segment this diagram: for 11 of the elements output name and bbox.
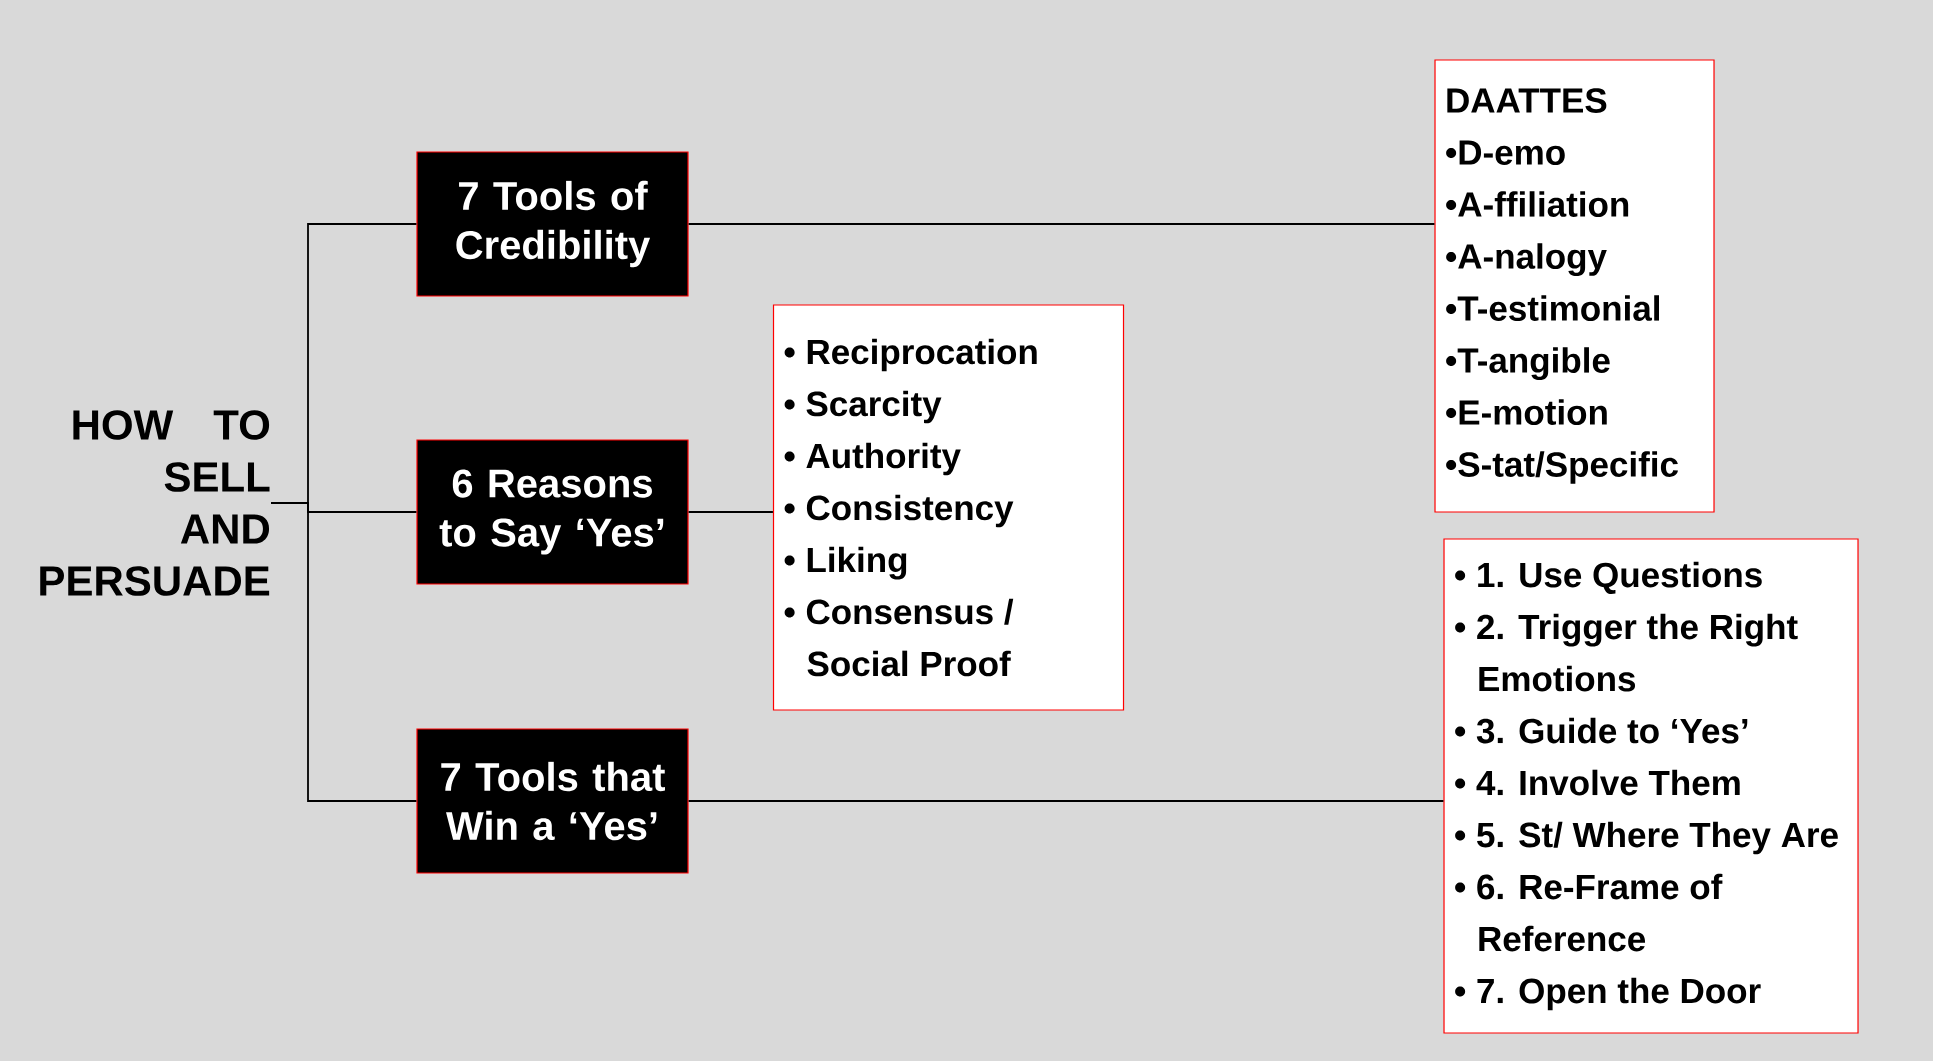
connector-line bbox=[687, 800, 1445, 802]
category-box: 7 Tools that Win a ‘Yes’ bbox=[416, 728, 689, 874]
list-box: DAATTES •D-emo •A-ffiliation •A-nalogy •T-estimonial •T-angible •E-motion •S-tat/Specific bbox=[1434, 59, 1715, 513]
connector-line bbox=[687, 223, 1436, 225]
category-box: 7 Tools of Credibility bbox=[416, 151, 689, 297]
connector-line bbox=[270, 502, 418, 802]
category-box: 6 Reasons to Say ‘Yes’ bbox=[416, 439, 689, 585]
connector-line bbox=[687, 511, 774, 513]
heading-text: HOW TO SELL AND PERSUADE bbox=[40, 410, 270, 596]
list-box: • 1. Use Questions • 2. Trigger the Right Emotions • 3. Guide to ‘Yes’ • 4. Involve Them • 5. St/ Where They Are • 6. Re-Frame of Reference • 7. Open the Door bbox=[1443, 538, 1859, 1034]
list-box: • Reciprocation • Scarcity • Authority • Consistency • Liking • Consensus / Social Proof bbox=[772, 304, 1125, 711]
